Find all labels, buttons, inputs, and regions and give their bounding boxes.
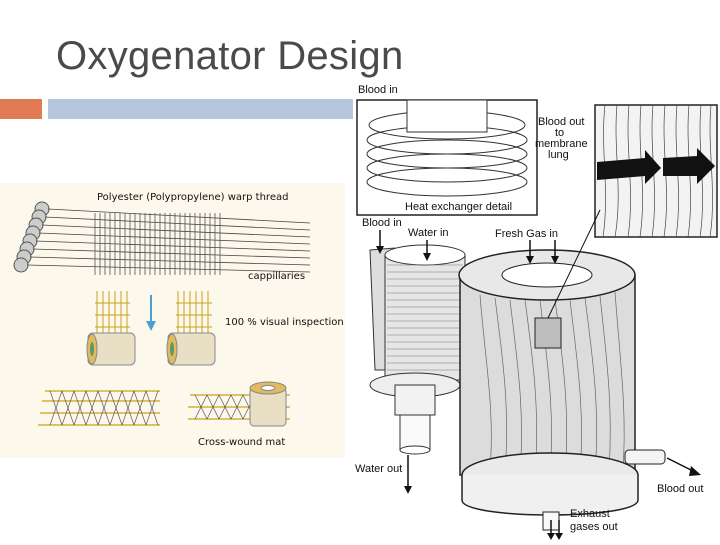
cross-wound-mat-right <box>188 381 290 427</box>
membrane-lung-cylinder <box>458 209 666 531</box>
blood-out-label-3: membrane <box>535 138 588 150</box>
water-in-arrow <box>423 240 431 261</box>
heat-exchanger-detail <box>356 99 538 216</box>
accent-bar <box>0 99 42 119</box>
water-out-label: Water out <box>355 463 402 475</box>
title-underline-bar <box>48 99 353 119</box>
heat-exchanger-cylinder <box>369 244 466 455</box>
blood-in-label: Blood in <box>362 217 402 229</box>
exhaust-label-1: Exhaust <box>570 508 610 520</box>
blood-out-label-1: Blood out <box>538 116 584 128</box>
blood-out-label: Blood out <box>657 483 703 495</box>
fiber-mat-diagram: Polyester (Polypropylene) warp thread <box>0 183 345 458</box>
mat-left <box>86 291 136 366</box>
water-in-label: Water in <box>408 227 449 239</box>
inspection-arrow <box>146 295 156 331</box>
blood-out-label-4: lung <box>548 149 569 161</box>
capillary-lines <box>94 213 221 275</box>
spool-stack <box>13 201 50 273</box>
exhaust-label-2: gases out <box>570 521 618 533</box>
blood-out-label-2: to <box>555 127 564 139</box>
blood-in-arrow <box>376 230 384 254</box>
mat-right <box>166 291 216 366</box>
oxygenator-svg: Blood in Heat exchanger detail Blood out… <box>355 84 718 540</box>
blood-in-top-label: Blood in <box>358 84 398 96</box>
fiber-mat-svg: Polyester (Polypropylene) warp thread <box>13 192 344 448</box>
water-out-arrow <box>404 455 412 494</box>
oxygenator-cutaway: Blood in Heat exchanger detail Blood out… <box>345 80 720 540</box>
capillaries-label: cappillaries <box>248 271 305 282</box>
heat-exchanger-label: Heat exchanger detail <box>405 201 512 213</box>
warp-threads <box>26 208 311 273</box>
inspection-label: 100 % visual inspection <box>225 317 344 328</box>
slide-title: Oxygenator Design <box>56 34 404 78</box>
fresh-gas-arrow <box>526 240 559 264</box>
blood-out-arrow <box>666 457 701 476</box>
exhaust-arrow <box>547 520 563 540</box>
membrane-detail <box>594 104 718 238</box>
fresh-gas-in-label: Fresh Gas in <box>495 228 558 240</box>
mat-label: Cross-wound mat <box>198 437 285 448</box>
warp-thread-label: Polyester (Polypropylene) warp thread <box>97 192 288 203</box>
cross-wound-mat-left <box>38 389 160 427</box>
